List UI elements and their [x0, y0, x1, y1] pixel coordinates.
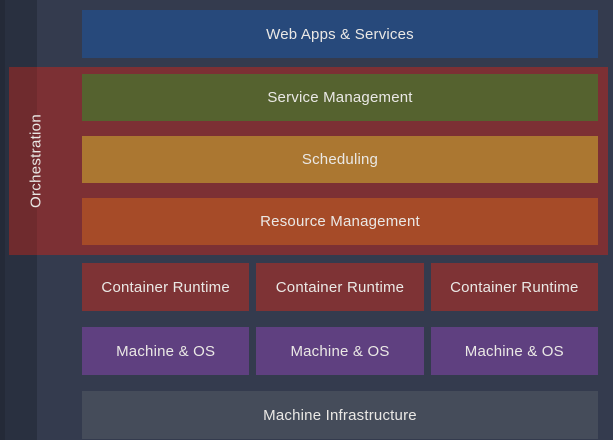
machine-os-row: Machine & OS Machine & OS Machine & OS	[82, 327, 598, 375]
layer-machine-infrastructure: Machine Infrastructure	[82, 391, 598, 439]
machine-os-box-2: Machine & OS	[256, 327, 424, 375]
container-runtime-label: Container Runtime	[450, 278, 579, 296]
container-runtime-label: Container Runtime	[275, 278, 405, 296]
layer-web-apps: Web Apps & Services	[82, 10, 598, 58]
container-runtime-box-1: Container Runtime	[82, 263, 250, 311]
left-edge-shadow	[0, 0, 5, 440]
machine-os-box-1: Machine & OS	[82, 327, 250, 375]
container-runtime-box-2: Container Runtime	[256, 263, 424, 311]
orchestration-band: Orchestration Service Management Schedul…	[9, 67, 608, 255]
machine-os-label: Machine & OS	[116, 342, 216, 360]
orchestration-label: Orchestration	[27, 114, 45, 208]
layer-machine-infrastructure-label: Machine Infrastructure	[263, 406, 417, 424]
layer-service-management-label: Service Management	[267, 89, 413, 106]
layer-resource-management-label: Resource Management	[260, 213, 420, 230]
container-runtime-label: Container Runtime	[101, 278, 230, 296]
container-runtime-row: Container Runtime Container Runtime Cont…	[82, 263, 598, 311]
container-runtime-box-3: Container Runtime	[430, 263, 598, 311]
machine-os-box-3: Machine & OS	[430, 327, 598, 375]
layer-service-management: Service Management	[82, 74, 598, 121]
layer-scheduling: Scheduling	[82, 136, 598, 183]
layer-scheduling-label: Scheduling	[301, 151, 379, 168]
layer-resource-management: Resource Management	[82, 198, 598, 245]
machine-os-label: Machine & OS	[290, 342, 390, 360]
layer-web-apps-label: Web Apps & Services	[266, 25, 414, 43]
machine-os-label: Machine & OS	[464, 342, 564, 360]
orchestration-band-shade	[9, 67, 37, 255]
